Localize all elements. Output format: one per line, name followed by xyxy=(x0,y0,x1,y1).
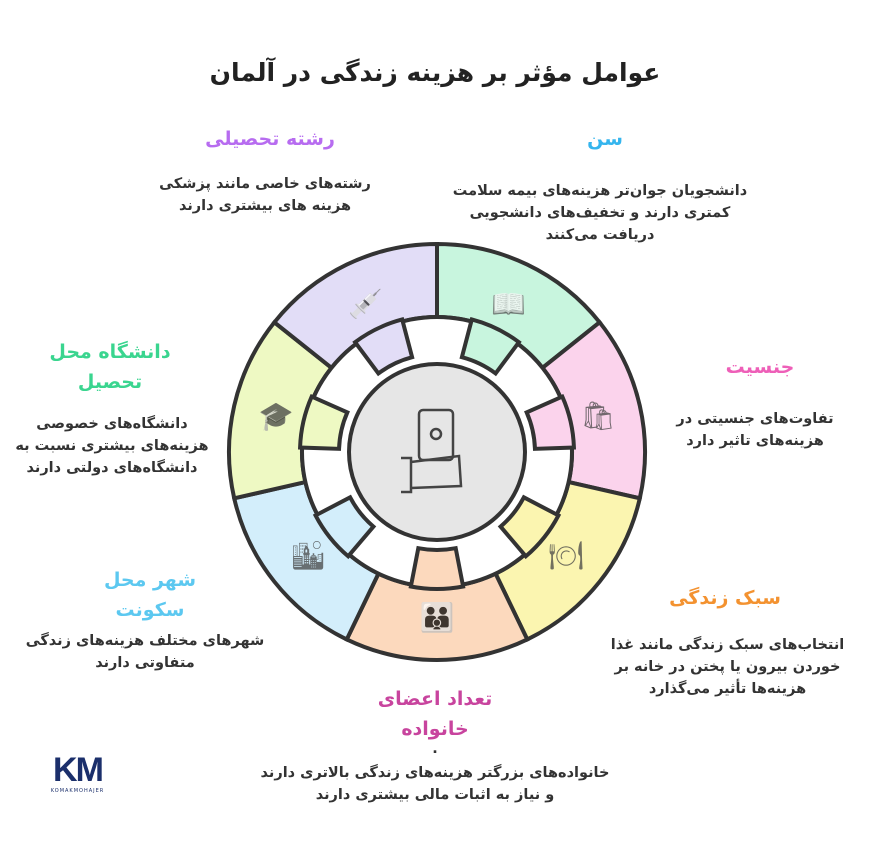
factor-dot: . xyxy=(432,741,438,757)
factor-title-university: دانشگاه محل تحصیل xyxy=(49,341,171,393)
wheel-tongue xyxy=(523,393,576,451)
factor-desc-lifestyle: انتخاب‌های سبک زندگی مانند غذا خوردن بیر… xyxy=(610,637,845,697)
person-shopping-bag-icon: 🛍 xyxy=(580,399,616,432)
book-person-icon: 📖 xyxy=(491,287,526,320)
segment-divider xyxy=(329,365,333,370)
logo-subtext: KOMAKMOHAJER xyxy=(50,788,105,794)
segment-divider xyxy=(541,365,545,370)
wheel-tongue xyxy=(298,393,351,451)
graduate-money-icon: 🎓 xyxy=(259,399,294,432)
komakmohajer-logo: KM KOMAKMOHAJER xyxy=(40,752,115,794)
factor-desc-age: دانشجویان جوان‌تر هزینه‌های بیمه سلامت ک… xyxy=(452,183,748,243)
page-title: عوامل مؤثر بر هزینه زندگی در آلمان xyxy=(209,58,661,87)
factor-title-gender: جنسیت xyxy=(725,356,795,378)
hand-icon xyxy=(401,454,463,494)
factor-desc-city: شهرهای مختلف هزینه‌های زندگی متفاوتی دار… xyxy=(25,633,265,671)
waiter-serving-icon: 🍽 xyxy=(548,539,584,572)
city-buildings-icon: 🏙 xyxy=(290,539,326,572)
logo-text: KM xyxy=(53,751,104,789)
wheel-tongue xyxy=(459,317,522,377)
wheel-tongue xyxy=(497,494,562,560)
wheel-tongue xyxy=(408,545,466,591)
factor-title-city: شهر محل سکونت xyxy=(103,569,197,621)
wheel-tongue xyxy=(312,494,377,560)
wheel-tongue xyxy=(352,317,415,377)
factor-title-field: رشته تحصیلی xyxy=(205,128,335,150)
factor-desc-family: خانواده‌های بزرگتر هزینه‌های زندگی بالات… xyxy=(260,765,610,803)
center-circle xyxy=(347,362,527,542)
family-icon: 👪 xyxy=(420,601,455,634)
factor-desc-field: رشته‌های خاصی مانند پزشکی هزینه های بیشت… xyxy=(159,176,371,214)
factor-desc-university: دانشگاه‌های خصوصی هزینه‌های بیشتری نسبت … xyxy=(15,416,209,476)
syringe-medical-icon: 💉 xyxy=(348,287,383,320)
factor-desc-gender: تفاوت‌های جنسیتی در هزینه‌های تاثیر دارد xyxy=(676,411,834,449)
factor-title-family: تعداد اعضای خانواده xyxy=(377,688,493,740)
factor-title-age: سن xyxy=(587,128,623,150)
phone-camera-icon xyxy=(429,427,443,441)
factor-title-lifestyle: سبک زندگی xyxy=(669,587,781,609)
